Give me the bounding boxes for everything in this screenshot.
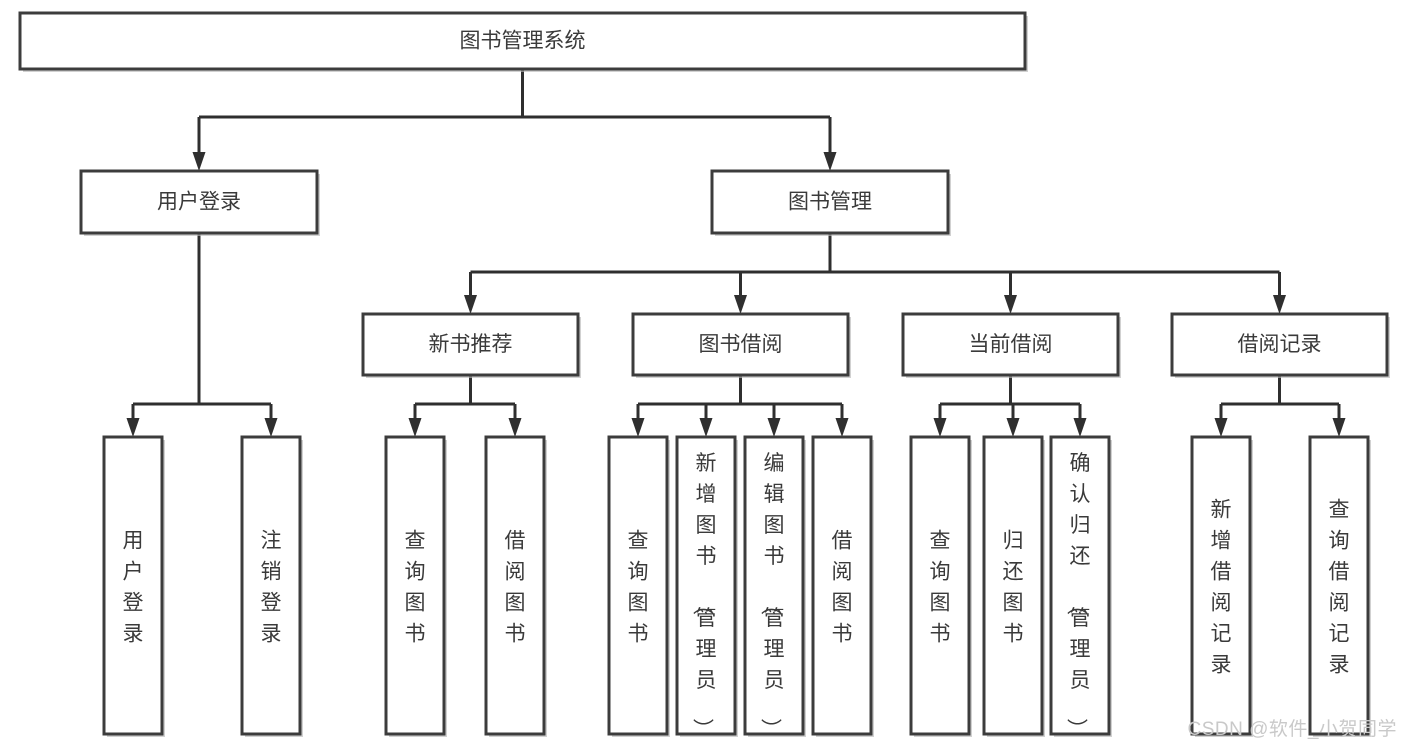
arrowhead-icon (835, 418, 849, 437)
node-label: 查询图书 (628, 530, 649, 646)
node-root[interactable]: 图书管理系统 (18, 11, 1028, 72)
arrowhead-icon (1332, 418, 1346, 437)
arrowhead-icon (933, 418, 947, 437)
connector-group-root (192, 69, 837, 171)
node-borrow[interactable]: 图书借阅 (631, 312, 851, 378)
node-border (240, 435, 302, 736)
node-border (743, 435, 805, 736)
node-leaf-logout[interactable]: 注销登录 (240, 435, 303, 737)
node-label: 借阅图书 (832, 530, 853, 646)
node-border (1049, 435, 1111, 736)
arrowhead-icon (192, 152, 206, 171)
node-leaf-cur-query[interactable]: 查询图书 (909, 435, 972, 737)
arrowhead-icon (767, 418, 781, 437)
node-leaf-rec-query[interactable]: 查询借阅记录 (1308, 435, 1371, 737)
node-bookmgmt[interactable]: 图书管理 (710, 169, 951, 236)
node-label: 图书管理系统 (460, 30, 586, 53)
node-label: 图书管理 (788, 191, 872, 214)
connector-group-borrow (631, 375, 849, 437)
node-label: 查询借阅记录 (1329, 499, 1350, 677)
arrowhead-icon (1214, 418, 1228, 437)
node-border (384, 435, 446, 736)
node-border (79, 169, 319, 235)
node-border (675, 435, 737, 736)
node-border (18, 11, 1027, 71)
arrowhead-icon (1073, 418, 1087, 437)
node-label: 确认归还（管理员） (1065, 452, 1091, 739)
node-leaf-borrow-add[interactable]: 新增图书（管理员） (675, 435, 738, 739)
node-label: 用户登录 (157, 191, 241, 214)
connector-group-bookmgmt (464, 233, 1286, 314)
node-border (982, 435, 1044, 736)
node-border (901, 312, 1120, 377)
node-label: 借阅图书 (505, 530, 526, 646)
arrowhead-icon (264, 418, 278, 437)
node-records[interactable]: 借阅记录 (1170, 312, 1390, 378)
arrowhead-icon (464, 295, 477, 314)
arrowhead-icon (823, 152, 837, 171)
node-border (607, 435, 669, 736)
arrowhead-icon (1273, 295, 1286, 314)
node-login[interactable]: 用户登录 (79, 169, 320, 236)
node-border (484, 435, 546, 736)
node-leaf-rec-add[interactable]: 新增借阅记录 (1190, 435, 1253, 737)
arrowhead-icon (734, 295, 747, 314)
node-leaf-new-borrow[interactable]: 借阅图书 (484, 435, 547, 737)
node-border (710, 169, 950, 235)
node-border (1170, 312, 1389, 377)
connector-group-login (126, 233, 278, 437)
node-leaf-user-login[interactable]: 用户登录 (102, 435, 165, 737)
arrowhead-icon (1006, 418, 1020, 437)
node-newbook[interactable]: 新书推荐 (361, 312, 581, 378)
arrowhead-icon (126, 418, 140, 437)
node-label: 归还图书 (1003, 530, 1024, 646)
node-label: 新书推荐 (429, 333, 513, 356)
node-border (909, 435, 971, 736)
node-label: 新增借阅记录 (1211, 499, 1232, 677)
node-leaf-borrow-query[interactable]: 查询图书 (607, 435, 670, 737)
connector-group-records (1214, 375, 1346, 437)
node-current[interactable]: 当前借阅 (901, 312, 1121, 378)
node-border (1190, 435, 1252, 736)
node-border (361, 312, 580, 377)
node-label: 用户登录 (123, 530, 144, 646)
connector-group-current (933, 375, 1087, 437)
arrowhead-icon (508, 418, 522, 437)
node-leaf-borrow-lend[interactable]: 借阅图书 (811, 435, 874, 737)
arrowhead-icon (408, 418, 422, 437)
connector-layer (126, 69, 1346, 437)
node-layer: 图书管理系统用户登录图书管理新书推荐图书借阅当前借阅借阅记录用户登录注销登录查询… (18, 11, 1390, 739)
csdn-watermark: CSDN @软件_小贺同学 (1187, 719, 1397, 740)
node-border (631, 312, 850, 377)
node-leaf-cur-return[interactable]: 归还图书 (982, 435, 1045, 737)
arrowhead-icon (699, 418, 713, 437)
arrowhead-icon (1004, 295, 1017, 314)
arrowhead-icon (631, 418, 645, 437)
node-border (102, 435, 164, 736)
node-label: 借阅记录 (1238, 333, 1322, 356)
node-label: 当前借阅 (969, 333, 1053, 356)
node-label: 查询图书 (930, 530, 951, 646)
node-leaf-borrow-edit[interactable]: 编辑图书（管理员） (743, 435, 806, 739)
node-label: 查询图书 (405, 530, 426, 646)
node-label: 注销登录 (261, 530, 282, 646)
node-border (811, 435, 873, 736)
node-label: 图书借阅 (699, 333, 783, 356)
node-leaf-new-query[interactable]: 查询图书 (384, 435, 447, 737)
node-label: 新增图书（管理员） (691, 452, 717, 739)
connector-group-newbook (408, 375, 522, 437)
node-leaf-cur-confirm[interactable]: 确认归还（管理员） (1049, 435, 1112, 739)
node-label: 编辑图书（管理员） (759, 452, 785, 739)
node-border (1308, 435, 1370, 736)
